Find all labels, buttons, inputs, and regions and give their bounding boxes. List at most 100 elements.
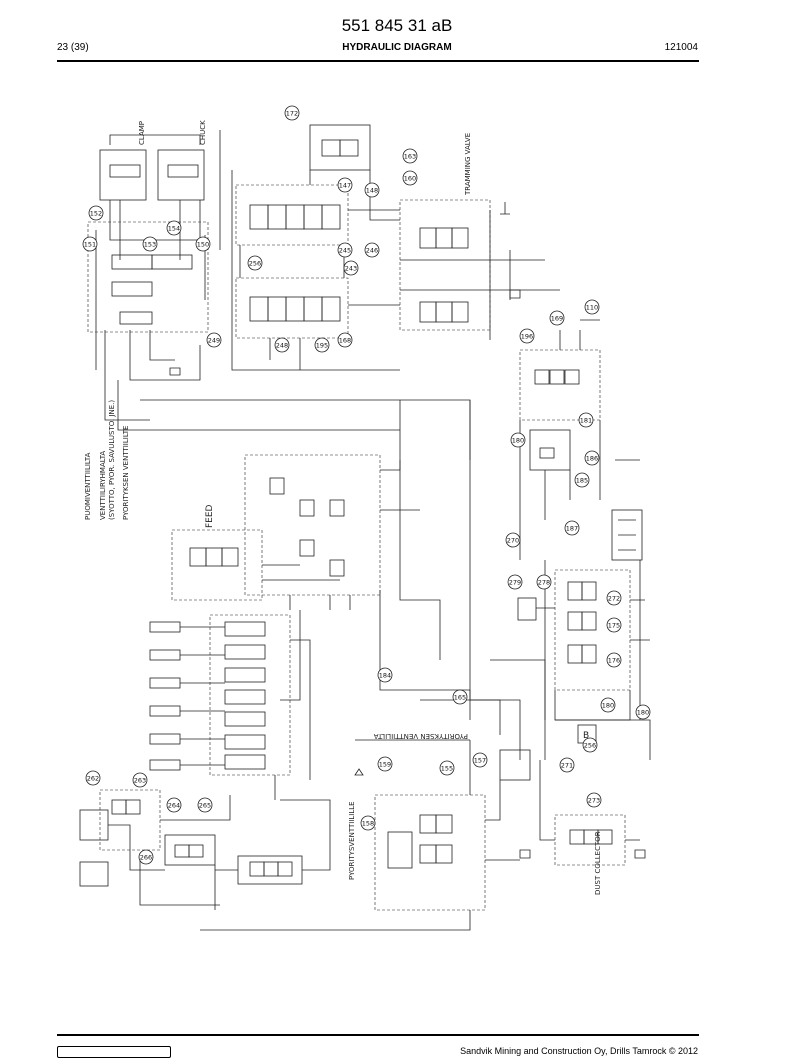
svg-text:154: 154 xyxy=(168,225,180,233)
svg-text:160: 160 xyxy=(404,175,416,183)
left-valve-bank xyxy=(149,614,311,800)
callout-tag: 185 xyxy=(574,472,590,488)
callout-tag: 264 xyxy=(166,797,182,813)
callout-tag: 181 xyxy=(578,412,594,428)
callout-tag: 155 xyxy=(439,760,455,776)
svg-text:186: 186 xyxy=(586,455,598,463)
header-rule xyxy=(57,60,699,62)
callout-tag: 184 xyxy=(377,667,393,683)
svg-text:163: 163 xyxy=(404,153,416,161)
tramming-valve-label: TRAMMING VALVE xyxy=(464,133,472,196)
svg-text:272: 272 xyxy=(608,595,620,603)
footer-copyright: Sandvik Mining and Construction Oy, Dril… xyxy=(460,1046,698,1056)
callout-tag: 180 xyxy=(635,704,651,720)
callout-tag: 172 xyxy=(284,105,300,121)
pyorityksen-venttiililta-label: PYORITYKSEN VENTTIILILTA xyxy=(373,732,468,740)
callout-tag: 187 xyxy=(564,520,580,536)
bottom-centre-valve xyxy=(215,799,331,885)
dust-collector-label: DUST COLLECTOR xyxy=(594,831,602,895)
top-left-valve-group: CLAMP CHUCK xyxy=(87,120,221,421)
svg-text:243: 243 xyxy=(345,265,357,273)
feed-label: FEED xyxy=(205,504,215,528)
callout-tag: 271 xyxy=(559,757,575,773)
callout-tag: 246 xyxy=(364,242,380,258)
callout-tag: 169 xyxy=(549,310,565,326)
tank-symbols xyxy=(169,289,646,859)
svg-text:172: 172 xyxy=(286,110,298,118)
svg-text:263: 263 xyxy=(134,777,146,785)
callout-tag: 154 xyxy=(166,220,182,236)
svg-text:153: 153 xyxy=(144,241,156,249)
svg-text:B: B xyxy=(583,731,589,741)
svg-text:180: 180 xyxy=(637,709,649,717)
rotation-valve-block: PYORITYKSEN VENTTIILILTA PYORITYSVENTTII… xyxy=(200,732,531,931)
svg-text:159: 159 xyxy=(379,761,391,769)
callout-tag: 160 xyxy=(402,170,418,186)
callout-tag: 196 xyxy=(519,328,535,344)
venttiiliryhmalta-label: VENTTIILIRYHMALTA xyxy=(99,451,107,520)
svg-text:196: 196 xyxy=(521,333,533,341)
callout-tag: 256 xyxy=(582,737,598,753)
svg-text:176: 176 xyxy=(608,657,620,665)
callout-tag: 157 xyxy=(472,752,488,768)
callout-tag: 147 xyxy=(337,177,353,193)
svg-text:270: 270 xyxy=(507,537,519,545)
tramming-valve-group: TRAMMING VALVE xyxy=(399,133,560,340)
svg-text:279: 279 xyxy=(509,579,521,587)
svg-text:110: 110 xyxy=(586,304,598,312)
callout-tag: 158 xyxy=(360,815,376,831)
callout-tag: 159 xyxy=(377,756,393,772)
bottom-left-cylinders xyxy=(79,789,231,910)
callout-tag: 176 xyxy=(606,652,622,668)
svg-text:148: 148 xyxy=(366,187,378,195)
svg-text:150: 150 xyxy=(197,241,209,249)
callout-tag: 175 xyxy=(606,617,622,633)
svg-text:155: 155 xyxy=(441,765,453,773)
callout-tag: 153 xyxy=(142,236,158,252)
right-pump-block: B xyxy=(517,569,650,744)
svg-text:187: 187 xyxy=(566,525,578,533)
callout-tag: 168 xyxy=(337,332,353,348)
callout-tag: 256 xyxy=(247,255,263,271)
callout-tag: 249 xyxy=(206,332,222,348)
svg-text:180: 180 xyxy=(602,702,614,710)
svg-text:245: 245 xyxy=(339,247,351,255)
sandvik-logo xyxy=(57,1046,171,1058)
footer-rule xyxy=(57,1034,699,1036)
callout-tag: 151 xyxy=(82,236,98,252)
callout-tag: 110 xyxy=(584,299,600,315)
pyoritysventtiilille-label: PYORITYSVENTTIILILLE xyxy=(348,801,356,880)
callout-tag: 272 xyxy=(606,590,622,606)
callout-tag: 279 xyxy=(507,574,523,590)
venttiiliryhmalta-sub-label: (SYOTTO, PYOR. SAVULUSTO. JNE.) xyxy=(108,400,116,520)
svg-text:273: 273 xyxy=(588,797,600,805)
callout-tag: 270 xyxy=(505,532,521,548)
svg-text:175: 175 xyxy=(608,622,620,630)
callout-tag: 163 xyxy=(402,148,418,164)
callout-tag: 243 xyxy=(343,260,359,276)
callout-tag: 195 xyxy=(314,337,330,353)
svg-text:278: 278 xyxy=(538,579,550,587)
svg-text:256: 256 xyxy=(584,742,596,750)
callout-tag: 266 xyxy=(138,849,154,865)
svg-text:169: 169 xyxy=(551,315,563,323)
callout-tag: 148 xyxy=(364,182,380,198)
callout-tag: 248 xyxy=(274,337,290,353)
svg-text:265: 265 xyxy=(199,802,211,810)
callout-tag: 152 xyxy=(88,205,104,221)
svg-text:185: 185 xyxy=(576,477,588,485)
svg-text:266: 266 xyxy=(140,854,152,862)
callout-tag: 150 xyxy=(195,236,211,252)
callout-tag: 273 xyxy=(586,792,602,808)
svg-text:152: 152 xyxy=(90,210,102,218)
svg-text:249: 249 xyxy=(208,337,220,345)
callout-tag: 265 xyxy=(197,797,213,813)
page-title: HYDRAULIC DIAGRAM xyxy=(342,42,452,53)
document-number: 551 845 31 aB xyxy=(341,16,453,35)
date-code: 121004 xyxy=(664,42,698,53)
callout-tag: 186 xyxy=(584,450,600,466)
callout-tag: 263 xyxy=(132,772,148,788)
callout-tag: 180 xyxy=(510,432,526,448)
callout-tag: 180 xyxy=(600,697,616,713)
